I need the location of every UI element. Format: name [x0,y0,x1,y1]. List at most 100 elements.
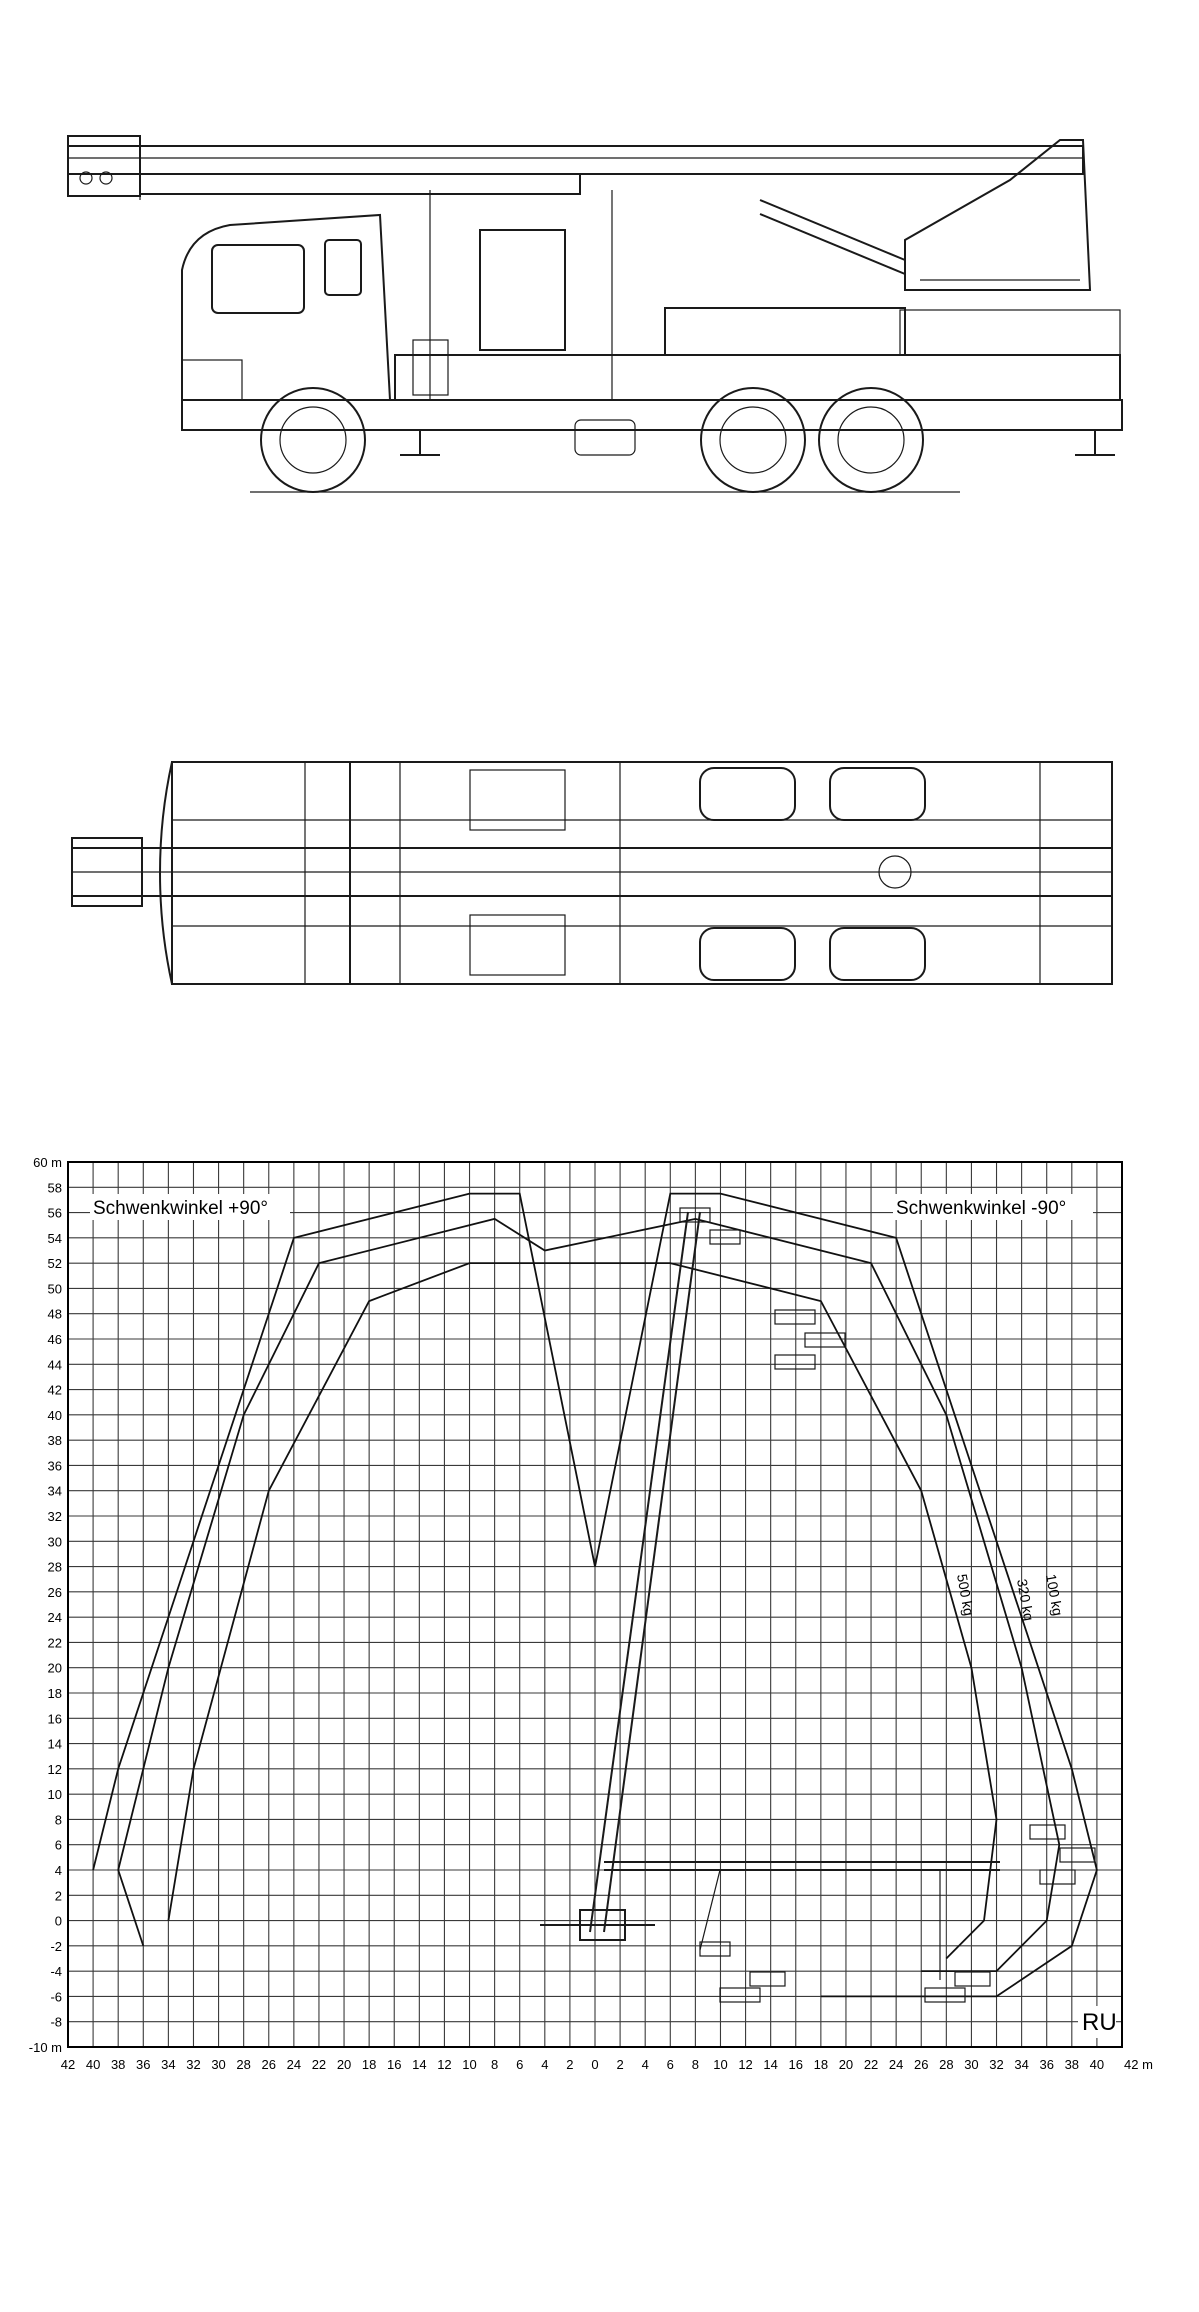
y-tick-label: 36 [48,1458,62,1473]
y-tick-label: 26 [48,1585,62,1600]
y-tick-label: 52 [48,1256,62,1271]
x-tick-label: 18 [814,2057,828,2072]
grid-lines [67,1161,1123,2048]
x-tick-label: 28 [236,2057,250,2072]
y-tick-label: 44 [48,1357,62,1372]
envelope-curves [92,1192,1098,1998]
x-tick-label: 38 [1065,2057,1079,2072]
x-tick-label: 20 [839,2057,853,2072]
basket-top [679,1207,711,1223]
y-tick-label: -6 [50,1989,62,2004]
rear-wheel-2 [818,387,924,493]
x-tick-label: 8 [491,2057,498,2072]
x-tick-label-end: 42 m [1124,2057,1153,2072]
y-tick-label: 54 [48,1231,62,1246]
x-tick-label: 12 [738,2057,752,2072]
top-boom-tip [71,837,143,907]
y-tick-label: 18 [48,1686,62,1701]
y-tick-label: 46 [48,1332,62,1347]
y-tick-label: 38 [48,1433,62,1448]
y-tick-label: 40 [48,1408,62,1423]
top-wheel-2 [699,927,796,981]
y-tick-label: 42 [48,1383,62,1398]
x-tick-label: 32 [186,2057,200,2072]
y-tick-label: 6 [55,1838,62,1853]
x-tick-label: 6 [667,2057,674,2072]
slew-angle-right: Schwenkwinkel -90° [896,1198,1066,1219]
x-tick-label: 16 [789,2057,803,2072]
slew-angle-left: Schwenkwinkel +90° [93,1198,268,1219]
y-tick-label: 14 [48,1737,62,1752]
top-wheel-1 [699,767,796,821]
y-tick-label: -4 [50,1964,62,1979]
y-tick-label: 32 [48,1509,62,1524]
x-tick-label: 14 [412,2057,426,2072]
y-tick-label: -8 [50,2015,62,2030]
rear-wheel-1 [700,387,806,493]
x-tick-label: 26 [914,2057,928,2072]
basket-stowed [479,229,566,351]
y-tick-label: 24 [48,1610,62,1625]
x-tick-label: 34 [1014,2057,1028,2072]
truck-top-view [71,761,1113,985]
y-tick-label: 2 [55,1888,62,1903]
top-turret [878,855,912,889]
boom-inner-section [139,173,581,195]
x-tick-label: 18 [362,2057,376,2072]
y-tick-label: 16 [48,1711,62,1726]
corner-label: RU [1082,2009,1117,2036]
front-wheel [260,387,366,493]
x-tick-label: 2 [616,2057,623,2072]
x-tick-label: 30 [211,2057,225,2072]
x-tick-label: 16 [387,2057,401,2072]
y-tick-label: 58 [48,1180,62,1195]
y-tick-label: 8 [55,1812,62,1827]
y-tick-label: 60 m [33,1155,62,1170]
turret [904,139,1092,291]
top-wheel-4 [829,927,926,981]
y-tick-label: 34 [48,1484,62,1499]
x-tick-label: 22 [312,2057,326,2072]
x-tick-label: 40 [86,2057,100,2072]
x-tick-label: 30 [964,2057,978,2072]
y-tick-label: -10 m [29,2040,62,2055]
top-wheel-3 [829,767,926,821]
y-tick-label: 30 [48,1534,62,1549]
x-tick-label: 26 [262,2057,276,2072]
y-tick-label: 50 [48,1281,62,1296]
boom [67,145,1084,175]
cab [181,213,392,401]
x-tick-label: 6 [516,2057,523,2072]
x-tick-label: 4 [541,2057,548,2072]
boom-position-diagram [540,1207,1096,2003]
envelope-curve-100kg [92,1192,1098,1998]
y-tick-label: -2 [50,1939,62,1954]
x-tick-label: 0 [591,2057,598,2072]
x-tick-label: 32 [989,2057,1003,2072]
x-tick-label: 22 [864,2057,878,2072]
top-outline [171,761,1113,985]
mesh-panel [899,309,1121,356]
x-tick-label: 10 [713,2057,727,2072]
x-tick-label: 10 [462,2057,476,2072]
x-tick-label: 36 [136,2057,150,2072]
top-cab [158,761,351,985]
x-tick-label: 34 [161,2057,175,2072]
chassis-frame [181,399,1123,431]
envelope-curve-500kg [167,1262,998,1960]
y-tick-label: 22 [48,1635,62,1650]
y-tick-label: 12 [48,1762,62,1777]
truck-side-view [67,135,1123,493]
series-label-500kg: 500 kg [954,1573,977,1617]
x-tick-label: 14 [763,2057,777,2072]
working-range-chart: Schwenkwinkel +90° Schwenkwinkel -90° RU… [29,1155,1153,2072]
x-tick-label: 2 [566,2057,573,2072]
x-tick-label: 42 [61,2057,75,2072]
y-tick-label: 56 [48,1206,62,1221]
y-tick-label: 48 [48,1307,62,1322]
y-tick-label: 4 [55,1863,62,1878]
y-tick-label: 28 [48,1560,62,1575]
side-box [664,307,906,356]
y-tick-label: 10 [48,1787,62,1802]
